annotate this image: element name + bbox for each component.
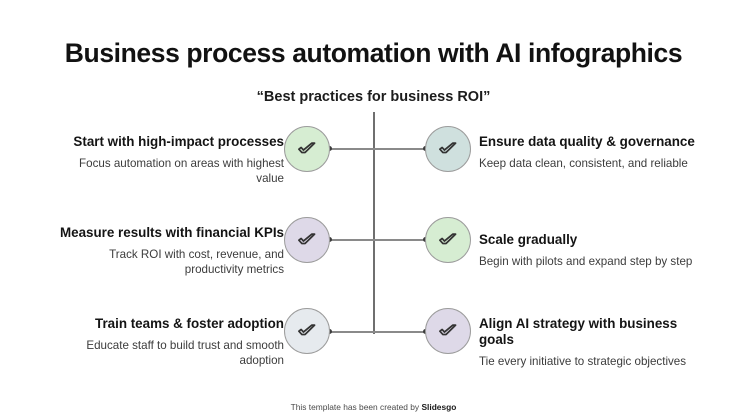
item-title: Train teams & foster adoption [95,316,284,331]
item-title: Scale gradually [479,232,578,247]
credit-brand: Slidesgo [421,402,457,412]
page-subtitle: “Best practices for business ROI” [256,89,491,105]
page-title: Business process automation with AI info… [64,38,683,68]
check-circle-icon-3[interactable] [284,217,330,263]
item-block-3: Measure results with financial KPIs Trac… [52,225,284,277]
connector-left-1 [330,148,374,150]
check-circle-icon-5[interactable] [284,308,330,354]
check-circle-icon-6[interactable] [425,308,471,354]
item-block-4: Scale gradually Begin with pilots and ex… [479,232,711,270]
item-title: Measure results with financial KPIs [60,225,284,240]
connector-right-2 [373,239,425,241]
item-description: Begin with pilots and expand step by ste… [479,255,693,268]
item-description: Track ROI with cost, revenue, and produc… [109,248,284,276]
timeline-spine [373,112,375,334]
item-block-5: Train teams & foster adoption Educate st… [52,316,284,368]
check-circle-icon-4[interactable] [425,217,471,263]
item-title: Start with high-impact processes [73,134,284,149]
connector-right-1 [373,148,425,150]
item-title: Ensure data quality & governance [479,134,695,149]
check-circle-icon-1[interactable] [284,126,330,172]
connector-left-2 [330,239,374,241]
item-description: Focus automation on areas with highest v… [79,157,284,185]
item-description: Tie every initiative to strategic object… [479,355,687,368]
item-title: Align AI strategy with business goals [479,316,678,347]
template-credit: This template has been created by Slides… [0,402,747,412]
item-block-6: Align AI strategy with business goals Ti… [479,316,711,370]
connector-left-3 [330,331,374,333]
check-circle-icon-2[interactable] [425,126,471,172]
item-block-1: Start with high-impact processes Focus a… [52,134,284,186]
connector-right-3 [373,331,425,333]
item-block-2: Ensure data quality & governance Keep da… [479,134,711,172]
item-description: Keep data clean, consistent, and reliabl… [479,157,688,170]
credit-prefix: This template has been created by [290,402,422,412]
item-description: Educate staff to build trust and smooth … [86,339,284,367]
